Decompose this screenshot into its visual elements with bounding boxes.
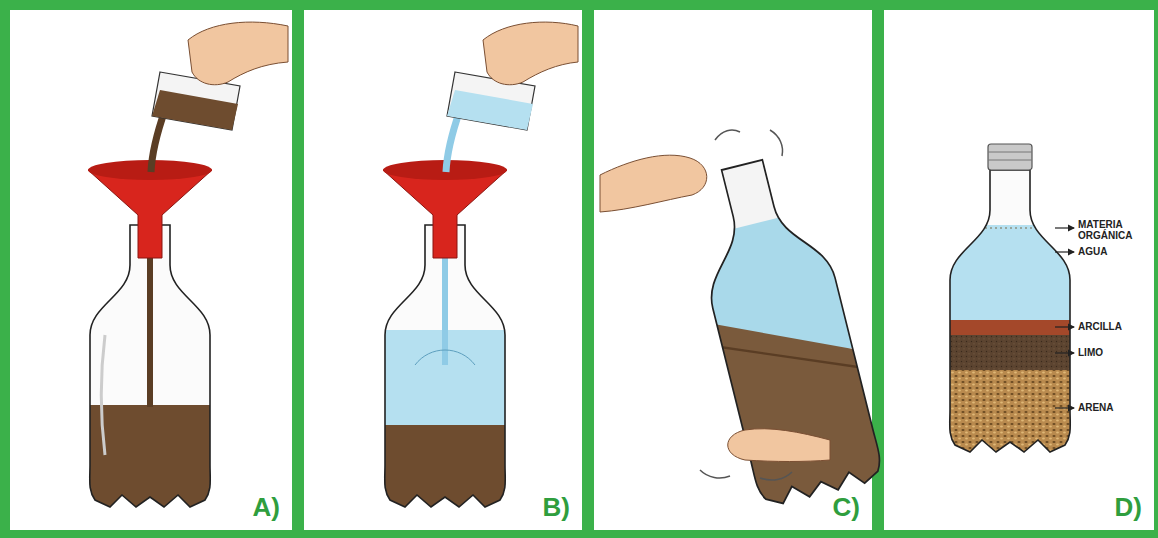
layer-label: LIMO — [1078, 348, 1138, 359]
layer-label: MATERIA ORGÁNICA — [1078, 220, 1144, 241]
step-panel: A) — [10, 10, 292, 530]
step-panel: C) — [594, 10, 872, 530]
bottle-b — [375, 220, 515, 520]
panel-grounds — [10, 10, 1154, 530]
step-panel: B) — [304, 10, 582, 530]
bottle-d — [940, 144, 1080, 465]
step-letter: B) — [543, 494, 570, 520]
step-letter: C) — [833, 494, 860, 520]
hands-c — [600, 130, 830, 480]
funnel-a — [88, 22, 288, 258]
step-letter: A) — [253, 494, 280, 520]
bottle-c — [669, 141, 899, 526]
leader-lines — [1055, 228, 1074, 408]
layer-label: ARCILLA — [1078, 322, 1138, 333]
layer-label: AGUA — [1078, 247, 1138, 258]
step-panel: D) — [884, 10, 1154, 530]
bottle-a — [80, 220, 220, 520]
step-letter: D) — [1115, 494, 1142, 520]
layer-label: ARENA — [1078, 403, 1138, 414]
funnel-b — [383, 22, 578, 258]
